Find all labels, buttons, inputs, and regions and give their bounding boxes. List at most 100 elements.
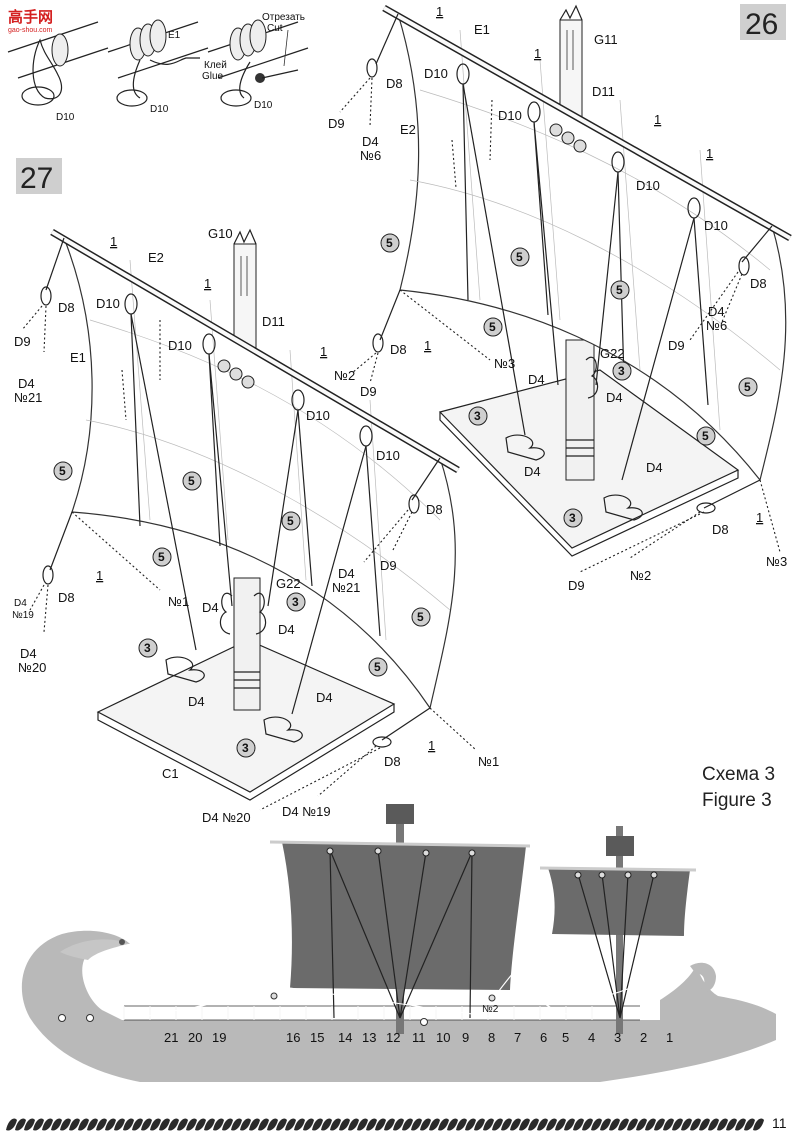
s27-g10: G10 <box>208 226 233 241</box>
figure-title-en: Figure 3 <box>702 790 772 811</box>
s26-d4-c: D4 <box>528 372 545 387</box>
ship-pos-2: 2 <box>640 1030 647 1045</box>
s26-callout-5-f: 5 <box>696 426 716 446</box>
rope-strand <box>51 1118 62 1131</box>
rope-strand <box>177 1118 188 1131</box>
rope-strand <box>312 1118 323 1131</box>
s26-d4-a: D4 <box>362 134 379 149</box>
svg-text:3: 3 <box>242 741 249 755</box>
rope-strand <box>582 1118 593 1131</box>
rope-strand <box>483 1118 494 1131</box>
s26-d10-d: D10 <box>704 218 728 233</box>
rope-strand <box>573 1118 584 1131</box>
s27-callout-5-f: 5 <box>368 657 388 677</box>
rope-strand <box>267 1118 278 1131</box>
ship-n2-label: №2 <box>482 1004 499 1015</box>
knot-glue-en: Glue <box>202 71 224 82</box>
knot-d10-label-2: D10 <box>150 104 169 115</box>
rope-strand <box>159 1118 170 1131</box>
step-26-badge: 26 <box>740 4 786 41</box>
s26-d4-f: D4 <box>646 460 663 475</box>
svg-text:3: 3 <box>292 595 299 609</box>
svg-text:3: 3 <box>144 641 151 655</box>
rope-strand <box>258 1118 269 1131</box>
svg-text:5: 5 <box>188 474 195 488</box>
s26-callout-5-a: 5 <box>380 233 400 253</box>
step-27-labels: G10 1 E2 1 D10 D8 D11 D9 D10 1 E1 D4 №21… <box>12 226 499 825</box>
rope-strand <box>510 1118 521 1131</box>
s26-one-e: 1 <box>424 338 431 353</box>
rope-strand <box>609 1118 620 1131</box>
s27-one-e: 1 <box>428 738 435 753</box>
rope-strand <box>564 1118 575 1131</box>
s27-n21-a: №21 <box>14 390 42 405</box>
s27-n1-b: №1 <box>478 754 499 769</box>
s26-d10-b: D10 <box>498 108 522 123</box>
ship-fore-sail <box>548 868 690 936</box>
rope-border <box>6 1118 764 1131</box>
rope-strand <box>33 1118 44 1131</box>
knot-detail: D10 E1 D10 Отрезать <box>7 12 309 123</box>
rope-strand <box>96 1118 107 1131</box>
s26-n2-b: №2 <box>630 568 651 583</box>
ship-pos-21: 21 <box>164 1030 178 1045</box>
rope-strand <box>231 1118 242 1131</box>
s26-e2: E2 <box>400 122 416 137</box>
s27-n19-a: №19 <box>12 610 34 621</box>
s26-d10-c: D10 <box>636 178 660 193</box>
rope-strand <box>186 1118 197 1131</box>
rope-strand <box>591 1118 602 1131</box>
rope-strand <box>600 1118 611 1131</box>
rope-strand <box>537 1118 548 1131</box>
s27-callout-5-c: 5 <box>281 511 301 531</box>
svg-text:5: 5 <box>386 236 393 250</box>
rope-strand <box>618 1118 629 1131</box>
rope-strand <box>60 1118 71 1131</box>
s26-one-b: 1 <box>534 46 541 61</box>
rope-strand <box>78 1118 89 1131</box>
rope-strand <box>438 1118 449 1131</box>
s26-d4-e: D4 <box>524 464 541 479</box>
knot-cut-ru: Отрезать <box>262 12 305 23</box>
s26-callout-5-d: 5 <box>610 280 630 300</box>
ship-pos-3: 3 <box>614 1030 621 1045</box>
s27-d9-a: D9 <box>14 334 31 349</box>
s26-d10-a: D10 <box>424 66 448 81</box>
s27-g22: G22 <box>276 576 301 591</box>
knot-step-2: E1 D10 <box>107 19 209 115</box>
rope-strand <box>15 1118 26 1131</box>
ship-pos-10: 10 <box>436 1030 450 1045</box>
s27-d4-h: D4 <box>316 690 333 705</box>
rope-strand <box>114 1118 125 1131</box>
s26-d8-a: D8 <box>386 76 403 91</box>
s27-d11: D11 <box>262 314 285 329</box>
ship-position-numbers: 21 20 19 16 15 14 13 12 11 10 9 8 7 6 5 … <box>164 1030 673 1045</box>
rope-strand <box>384 1118 395 1131</box>
knot-d10-label-3: D10 <box>254 100 273 111</box>
s26-d8-d: D8 <box>712 522 729 537</box>
rope-strand <box>240 1118 251 1131</box>
svg-text:5: 5 <box>287 514 294 528</box>
s27-n1-a: №1 <box>168 594 189 609</box>
svg-text:3: 3 <box>569 511 576 525</box>
rope-strand <box>213 1118 224 1131</box>
step-26-callouts: 5 5 5 5 3 5 3 5 3 <box>380 233 758 528</box>
rope-strand <box>690 1118 701 1131</box>
s26-d11: D11 <box>592 84 615 99</box>
s26-d9-d: D9 <box>568 578 585 593</box>
rope-strand <box>123 1118 134 1131</box>
rope-strand <box>348 1118 359 1131</box>
rope-strand <box>303 1118 314 1131</box>
rope-strand <box>87 1118 98 1131</box>
rope-strand <box>627 1118 638 1131</box>
rope-strand <box>519 1118 530 1131</box>
rope-strand <box>672 1118 683 1131</box>
rope-strand <box>150 1118 161 1131</box>
rope-strand <box>420 1118 431 1131</box>
s26-d9-c: D9 <box>360 384 377 399</box>
ship-pos-12: 12 <box>386 1030 400 1045</box>
knot-d10-label-1: D10 <box>56 112 75 123</box>
s26-one-d: 1 <box>706 146 713 161</box>
rope-strand <box>132 1118 143 1131</box>
